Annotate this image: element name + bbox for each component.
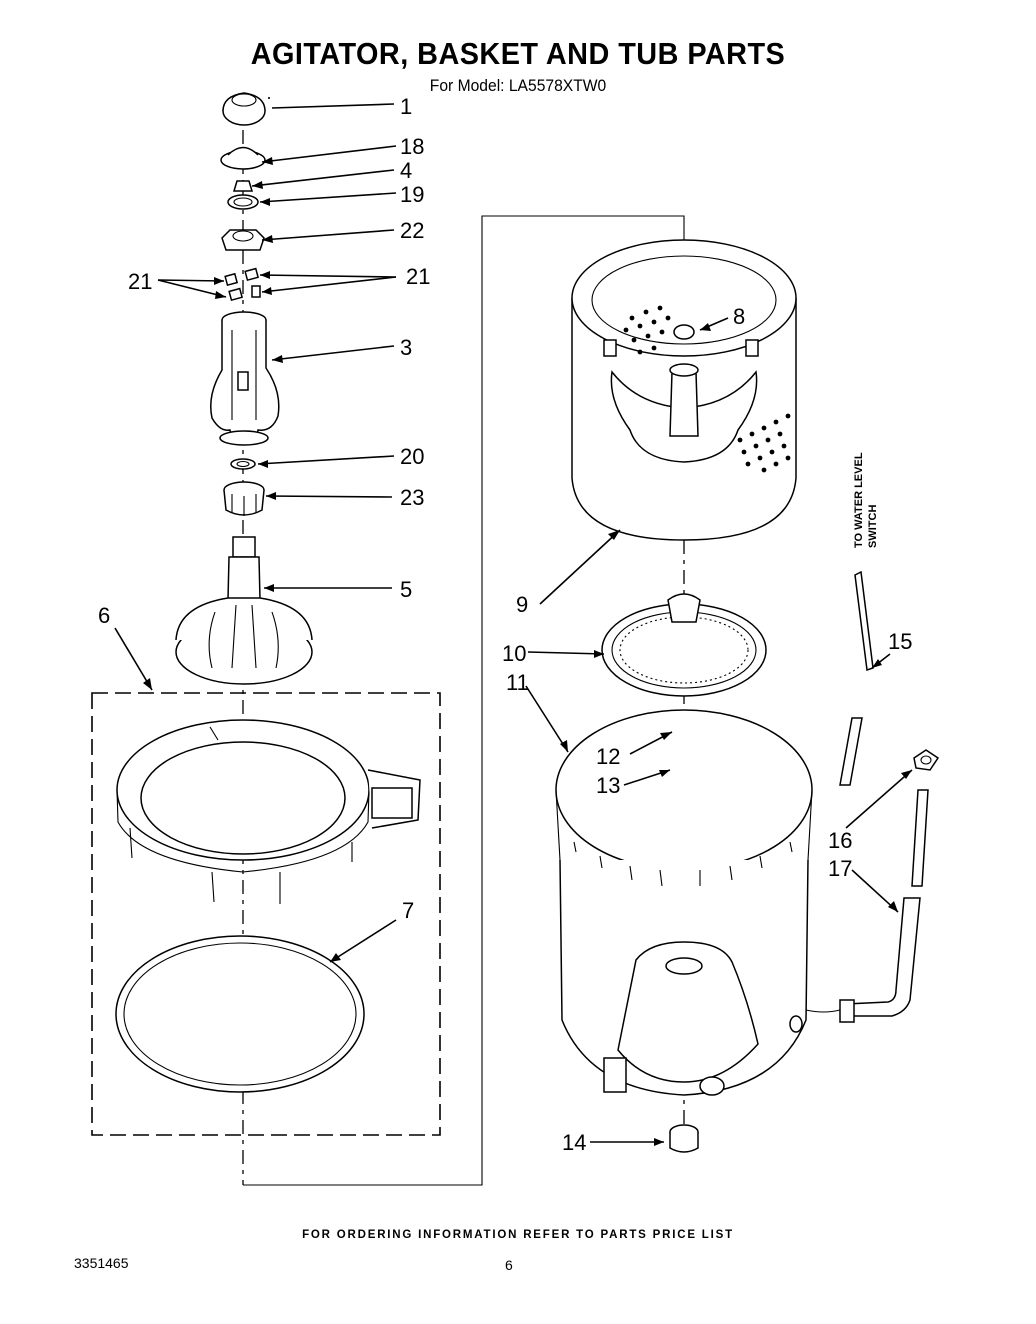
callout-7: 7 [402,898,414,923]
part-15-hose [839,570,874,786]
ordering-info: FOR ORDERING INFORMATION REFER TO PARTS … [302,1229,734,1241]
callout-1: 1 [400,94,412,119]
callout-12: 12 [596,744,620,769]
group-frame-6-7 [91,692,441,1136]
part-16-clamp [913,749,940,771]
callout-23: 23 [400,485,424,510]
part-22-cam [221,229,265,251]
callout-22: 22 [400,218,424,243]
callout-17: 17 [828,856,852,881]
part-7-gasket [115,935,365,1093]
part-1-agitator-cap [222,92,266,126]
page-number: 6 [505,1257,513,1273]
callout-21-right: 21 [406,264,430,289]
part-9-basket [571,239,797,541]
part-18-seal [220,146,266,170]
part-19-ring [227,194,259,210]
callout-21-left: 21 [128,269,152,294]
part-10-hub [601,593,767,697]
part-4-bolt [232,180,254,192]
document-number: 3351465 [74,1255,129,1271]
part-17-drain-hose [805,789,929,1023]
callout-15: 15 [888,629,912,654]
callout-labels: 1 18 4 19 22 21 21 3 20 23 5 6 7 8 9 10 … [98,94,912,1155]
callout-10: 10 [502,641,526,666]
callout-18: 18 [400,134,424,159]
callout-8: 8 [733,304,745,329]
part-14-plug [669,1124,699,1153]
callout-13: 13 [596,773,620,798]
callout-9: 9 [516,592,528,617]
part-23-drive-bell [223,481,265,516]
callout-4: 4 [400,158,412,183]
part-3-agitator-barrel [210,311,280,446]
leader-lines [114,97,913,1146]
callout-11: 11 [506,670,529,695]
callout-14: 14 [562,1130,586,1155]
side-note-line1: TO WATER LEVEL [853,452,865,548]
part-20-seal-ring [230,458,256,470]
basket-holes [623,305,791,473]
callout-6: 6 [98,603,110,628]
callout-16: 16 [828,828,852,853]
callout-3: 3 [400,335,412,360]
part-6-tub-ring [116,719,421,904]
model-number: For Model: LA5578XTW0 [429,76,607,95]
callout-5: 5 [400,577,412,602]
part-21-dogs [224,267,261,302]
page-title: AGITATOR, BASKET AND TUB PARTS [250,36,786,71]
side-note-line2: SWITCH [867,505,879,548]
water-level-switch-note: TO WATER LEVEL SWITCH [853,452,879,548]
callout-19: 19 [400,182,424,207]
part-11-outer-tub [555,709,813,1096]
callout-20: 20 [400,444,424,469]
part-5-agitator-base [175,536,313,685]
